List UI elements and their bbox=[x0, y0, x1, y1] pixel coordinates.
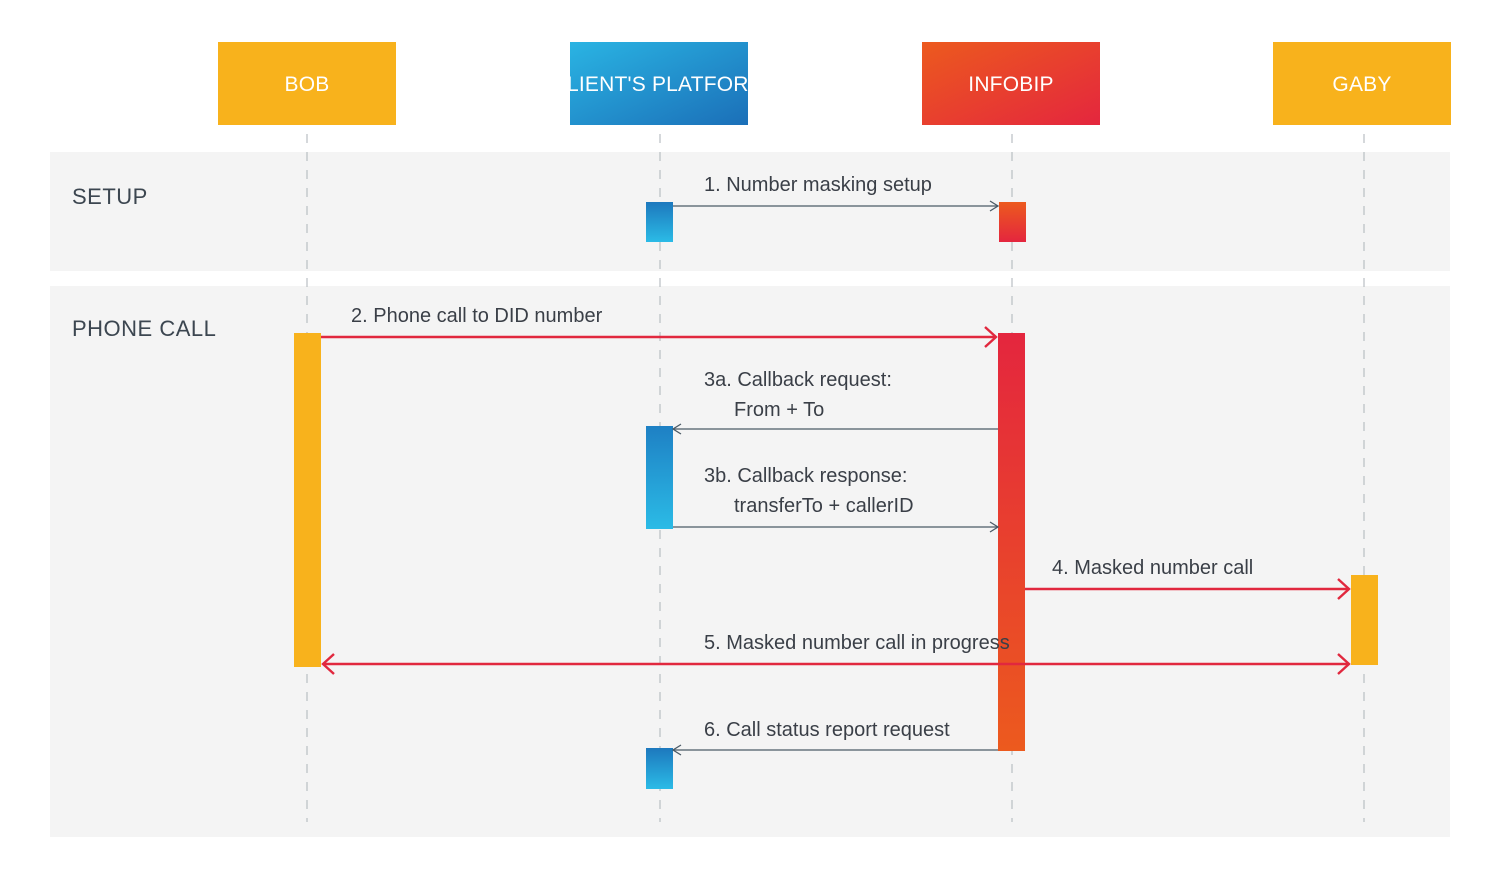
phone-call-section bbox=[50, 286, 1450, 837]
message-1: 1. Number masking setup bbox=[673, 174, 1000, 212]
message-2-label: 2. Phone call to DID number bbox=[351, 305, 603, 327]
message-3b-label: 3b. Callback response: bbox=[704, 465, 907, 487]
actor-client: CLIENT'S PLATFORM bbox=[552, 42, 767, 125]
section-setup-label: SETUP bbox=[72, 184, 148, 209]
activation-client-status bbox=[646, 748, 673, 789]
message-3a-detail: From + To bbox=[734, 399, 824, 421]
message-3b-detail: transferTo + callerID bbox=[734, 495, 914, 517]
message-3b: 3b. Callback response: transferTo + call… bbox=[673, 465, 1000, 533]
actor-gaby: GABY bbox=[1273, 42, 1451, 125]
activation-gaby bbox=[1351, 575, 1378, 665]
message-4-label: 4. Masked number call bbox=[1052, 557, 1253, 579]
activation-client-callback bbox=[646, 426, 673, 529]
actor-infobip: INFOBIP bbox=[922, 42, 1100, 125]
message-2: 2. Phone call to DID number bbox=[321, 305, 998, 348]
actor-client-label: CLIENT'S PLATFORM bbox=[552, 73, 767, 96]
message-5-label: 5. Masked number call in progress bbox=[704, 632, 1010, 654]
message-3a-label: 3a. Callback request: bbox=[704, 369, 892, 391]
message-6-label: 6. Call status report request bbox=[704, 719, 950, 741]
actor-bob-label: BOB bbox=[285, 73, 330, 96]
actor-infobip-label: INFOBIP bbox=[968, 73, 1053, 96]
activation-infobip-setup bbox=[999, 202, 1026, 242]
activation-client-setup bbox=[646, 202, 673, 242]
message-1-label: 1. Number masking setup bbox=[704, 174, 932, 196]
actor-bob: BOB bbox=[218, 42, 396, 125]
setup-section bbox=[50, 152, 1450, 271]
section-phone-call-label: PHONE CALL bbox=[72, 316, 216, 341]
activation-infobip-call bbox=[998, 333, 1025, 751]
message-3a: 3a. Callback request: From + To bbox=[671, 369, 998, 435]
message-6: 6. Call status report request bbox=[671, 719, 998, 756]
activation-bob bbox=[294, 333, 321, 667]
actor-gaby-label: GABY bbox=[1332, 73, 1391, 96]
message-5: 5. Masked number call in progress bbox=[321, 632, 1351, 675]
message-4: 4. Masked number call bbox=[1025, 557, 1351, 600]
